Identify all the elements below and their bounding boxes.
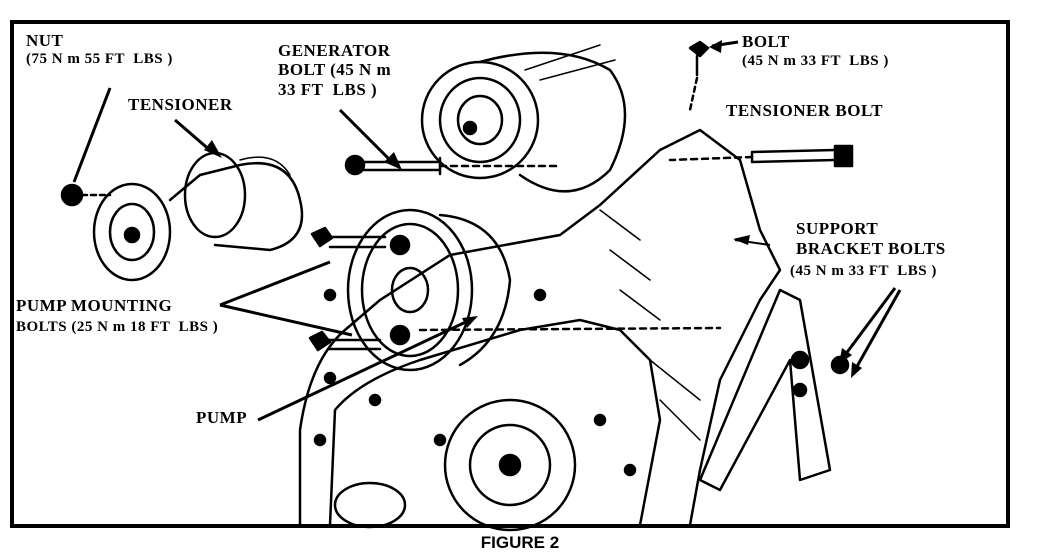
label-pump: PUMP xyxy=(196,408,248,427)
figure-caption: FIGURE 2 xyxy=(480,533,560,552)
tensioner-assembly xyxy=(92,151,304,282)
cover-bolts xyxy=(313,288,637,477)
label-tensioner: TENSIONER xyxy=(128,95,233,114)
tensioner-bolt xyxy=(668,144,854,168)
leader-lines xyxy=(72,40,902,422)
label-nut: NUT xyxy=(26,31,64,50)
leader-support-1 xyxy=(843,287,897,356)
generator-bolt xyxy=(344,154,562,176)
label-support-torque: (45 N m 33 FT LBS ) xyxy=(790,263,937,279)
label-generator-bolt-3: 33 FT LBS ) xyxy=(278,80,378,99)
label-nut-torque: (75 N m 55 FT LBS ) xyxy=(26,51,173,67)
label-bolt-torque: (45 N m 33 FT LBS ) xyxy=(742,53,889,69)
generator xyxy=(420,44,627,193)
pump-mounting-bolts xyxy=(308,226,722,352)
label-bolt: BOLT xyxy=(742,32,790,51)
leader-nut xyxy=(72,87,112,183)
nut xyxy=(60,183,84,207)
timing-cover-outline xyxy=(328,318,662,527)
support-bracket xyxy=(698,288,850,492)
leader-support-2 xyxy=(853,289,902,371)
leader-generator-bolt xyxy=(338,108,392,162)
leader-pump-mount-2 xyxy=(219,303,353,337)
top-bolt xyxy=(688,40,710,112)
label-generator-bolt-2: BOLT (45 N m xyxy=(278,60,392,79)
leader-pump-mount-1 xyxy=(219,260,331,307)
water-pump xyxy=(346,208,512,372)
leader-pump xyxy=(257,318,471,422)
label-generator-bolt-1: GENERATOR xyxy=(278,41,391,60)
label-support: SUPPORT xyxy=(796,219,879,238)
engine-block-outline xyxy=(298,128,782,527)
leader-support-bracket xyxy=(734,239,771,246)
label-pump-mounting: PUMP MOUNTING xyxy=(16,296,173,315)
label-pump-mounting-torque: BOLTS (25 N m 18 FT LBS ) xyxy=(16,319,219,335)
crank-pulley xyxy=(333,398,577,532)
label-tensioner-bolt: TENSIONER BOLT xyxy=(726,101,884,120)
leader-tensioner xyxy=(174,118,213,154)
label-bracket-bolts: BRACKET BOLTS xyxy=(796,239,946,258)
